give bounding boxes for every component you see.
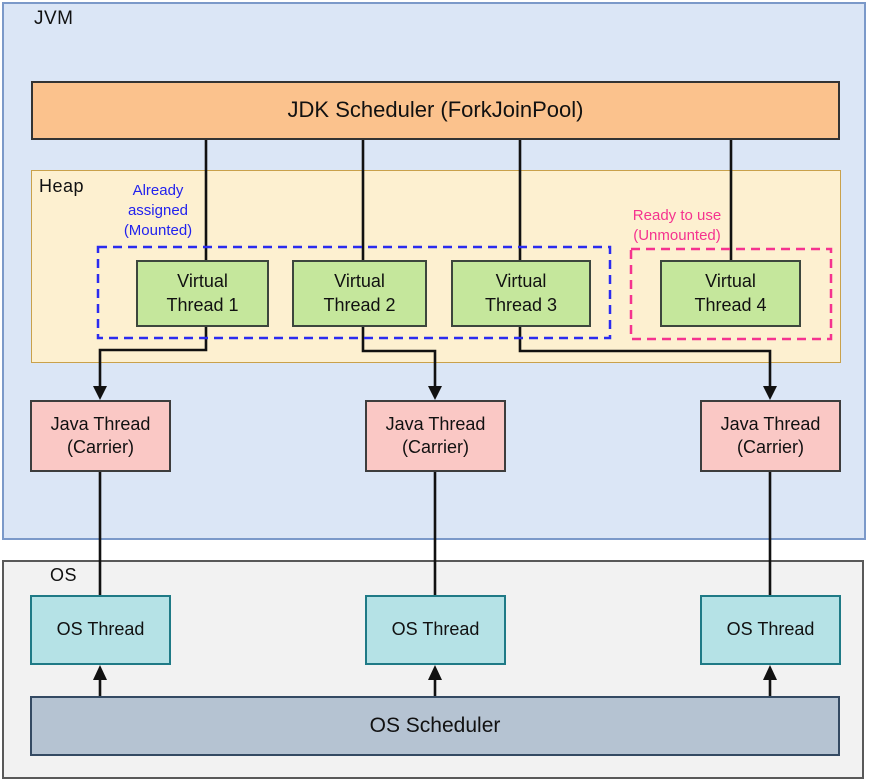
os-scheduler-box: OS Scheduler: [30, 696, 840, 756]
os-thread-2-box: OS Thread: [365, 595, 506, 665]
jdk-scheduler-label: JDK Scheduler (ForkJoinPool): [287, 97, 584, 123]
carrier-thread-3-label: Java Thread (Carrier): [720, 413, 821, 457]
virtual-thread-3-box: Virtual Thread 3: [451, 260, 591, 327]
unmounted-group-label: Ready to use (Unmounted): [632, 207, 722, 244]
virtual-thread-4-label: Virtual Thread 4: [694, 271, 767, 315]
carrier-thread-2-box: Java Thread (Carrier): [365, 400, 506, 472]
virtual-thread-1-label: Virtual Thread 1: [166, 271, 239, 315]
virtual-thread-2-label: Virtual Thread 2: [323, 271, 396, 315]
carrier-thread-1-box: Java Thread (Carrier): [30, 400, 171, 472]
os-thread-1-label: OS Thread: [56, 619, 145, 640]
carrier-thread-3-box: Java Thread (Carrier): [700, 400, 841, 472]
os-thread-2-label: OS Thread: [391, 619, 480, 640]
virtual-thread-4-box: Virtual Thread 4: [660, 260, 801, 327]
virtual-thread-2-box: Virtual Thread 2: [292, 260, 427, 327]
jdk-scheduler-box: JDK Scheduler (ForkJoinPool): [31, 81, 840, 140]
carrier-thread-2-label: Java Thread (Carrier): [385, 413, 486, 457]
os-thread-1-box: OS Thread: [30, 595, 171, 665]
virtual-thread-1-box: Virtual Thread 1: [136, 260, 269, 327]
os-label: OS: [50, 565, 78, 585]
virtual-thread-3-label: Virtual Thread 3: [484, 271, 558, 315]
os-scheduler-label: OS Scheduler: [369, 714, 501, 738]
mounted-group-label: Already assigned (Mounted): [123, 182, 193, 239]
os-thread-3-label: OS Thread: [726, 619, 815, 640]
jvm-label: JVM: [34, 8, 74, 29]
os-thread-3-box: OS Thread: [700, 595, 841, 665]
heap-label: Heap: [39, 176, 85, 196]
carrier-thread-1-label: Java Thread (Carrier): [50, 413, 151, 457]
